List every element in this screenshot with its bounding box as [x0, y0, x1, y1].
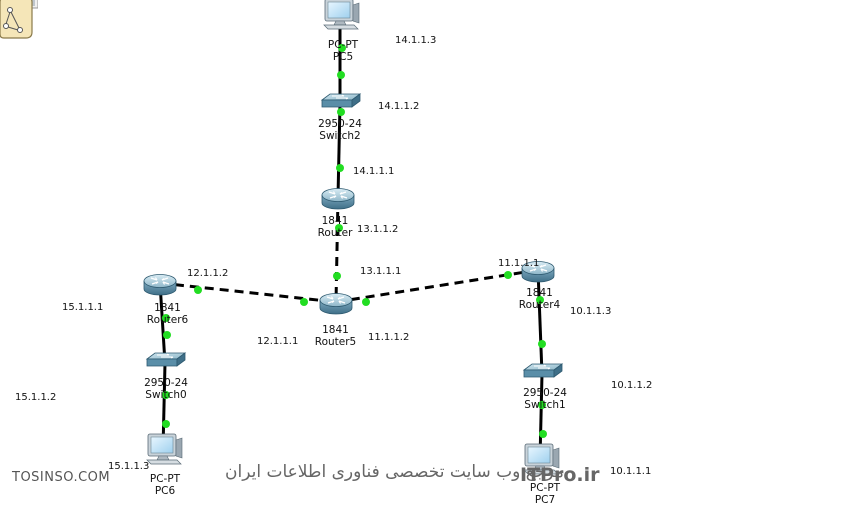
port-status-light [337, 71, 345, 79]
ip-label: 14.1.1.1 [353, 166, 395, 177]
switch-icon-switch1[interactable] [523, 363, 563, 378]
device-name: Switch0 [145, 389, 187, 401]
device-label-pc6: PC-PT PC6 [140, 473, 190, 497]
switch-icon-switch2[interactable] [321, 93, 361, 108]
port-status-light [162, 314, 170, 322]
ip-label: 10.1.1.3 [570, 306, 612, 317]
device-model: 1841 [154, 302, 181, 314]
port-status-light [162, 391, 170, 399]
link-switch2-router[interactable] [336, 103, 342, 198]
ip-label: 13.1.1.2 [357, 224, 399, 235]
ip-label: 11.1.1.2 [368, 332, 410, 343]
link-router6-router5[interactable] [159, 281, 337, 304]
watermark-tagline: مرجع وب سایت تخصصی فناوری اطلاعات ایران [225, 462, 564, 482]
device-model: PC-PT [327, 39, 359, 51]
switch-icon-switch0[interactable] [146, 352, 186, 367]
port-status-light [538, 401, 546, 409]
device-model: 2950-24 [523, 387, 567, 399]
ip-label: 12.1.1.1 [257, 336, 299, 347]
pc-icon-pc6[interactable] [146, 433, 183, 465]
ip-label: 15.1.1.3 [108, 461, 150, 472]
device-name: Switch2 [319, 130, 361, 142]
port-status-light [335, 224, 343, 232]
ip-label: 13.1.1.1 [360, 266, 402, 277]
device-name: Router [317, 227, 353, 239]
link-router-router5[interactable] [334, 196, 340, 303]
router-icon-router6[interactable] [143, 273, 177, 296]
ip-label: 12.1.1.2 [187, 268, 229, 279]
ip-label: 10.1.1.1 [610, 466, 652, 477]
port-status-light [539, 430, 547, 438]
ip-label: 15.1.1.1 [62, 302, 104, 313]
device-model: 1841 [322, 324, 349, 336]
port-status-light [337, 108, 345, 116]
router-icon-router5[interactable] [319, 292, 353, 315]
port-status-light [362, 298, 370, 306]
device-model: PC-PT [529, 482, 561, 494]
device-model: 1841 [321, 215, 349, 227]
device-name: Router4 [518, 299, 561, 311]
port-status-light [504, 271, 512, 279]
ip-label: 10.1.1.2 [611, 380, 653, 391]
device-label-switch1: 2950-24 Switch1 [515, 387, 575, 411]
device-model: 2950-24 [318, 118, 362, 130]
ip-label: 15.1.1.2 [15, 392, 57, 403]
device-name: Router5 [314, 336, 357, 348]
device-label-router4: 1841 Router4 [512, 287, 567, 311]
ip-label: 14.1.1.3 [395, 35, 437, 46]
port-status-light [194, 286, 202, 294]
device-label-pc5: PC-PT PC5 [318, 39, 368, 63]
ip-label: 14.1.1.2 [378, 101, 420, 112]
port-status-light [538, 340, 546, 348]
device-model: 1841 [526, 287, 553, 299]
watermark-brand: ITPro.ir [520, 464, 600, 486]
port-status-light [536, 296, 544, 304]
ip-label: 11.1.1.1 [498, 258, 540, 269]
pc-icon-pc5[interactable] [323, 0, 360, 30]
device-name: Switch1 [524, 399, 566, 411]
port-status-light [163, 331, 171, 339]
device-label-router5: 1841 Router5 [308, 324, 363, 348]
device-model: 2950-24 [144, 377, 188, 389]
port-status-light [333, 272, 341, 280]
device-name: PC5 [332, 51, 354, 63]
cluster-icon[interactable] [0, 0, 38, 42]
port-status-light [336, 164, 344, 172]
watermark-site: TOSINSO.COM [12, 470, 111, 485]
link-router4-switch1[interactable] [536, 269, 544, 375]
port-status-light [300, 298, 308, 306]
device-label-router6: 1841 Router6 [140, 302, 195, 326]
port-status-light [162, 420, 170, 428]
device-name: PC6 [154, 485, 176, 497]
device-model: PC-PT [149, 473, 181, 485]
device-label-router: 1841 Router [310, 215, 360, 239]
port-status-light [338, 44, 346, 52]
router-icon-router[interactable] [321, 187, 355, 210]
device-label-switch0: 2950-24 Switch0 [136, 377, 196, 401]
device-name: PC7 [534, 494, 556, 506]
device-name: Router6 [146, 314, 189, 326]
link-router6-switch0[interactable] [158, 282, 167, 364]
device-label-switch2: 2950-24 Switch2 [310, 118, 370, 142]
